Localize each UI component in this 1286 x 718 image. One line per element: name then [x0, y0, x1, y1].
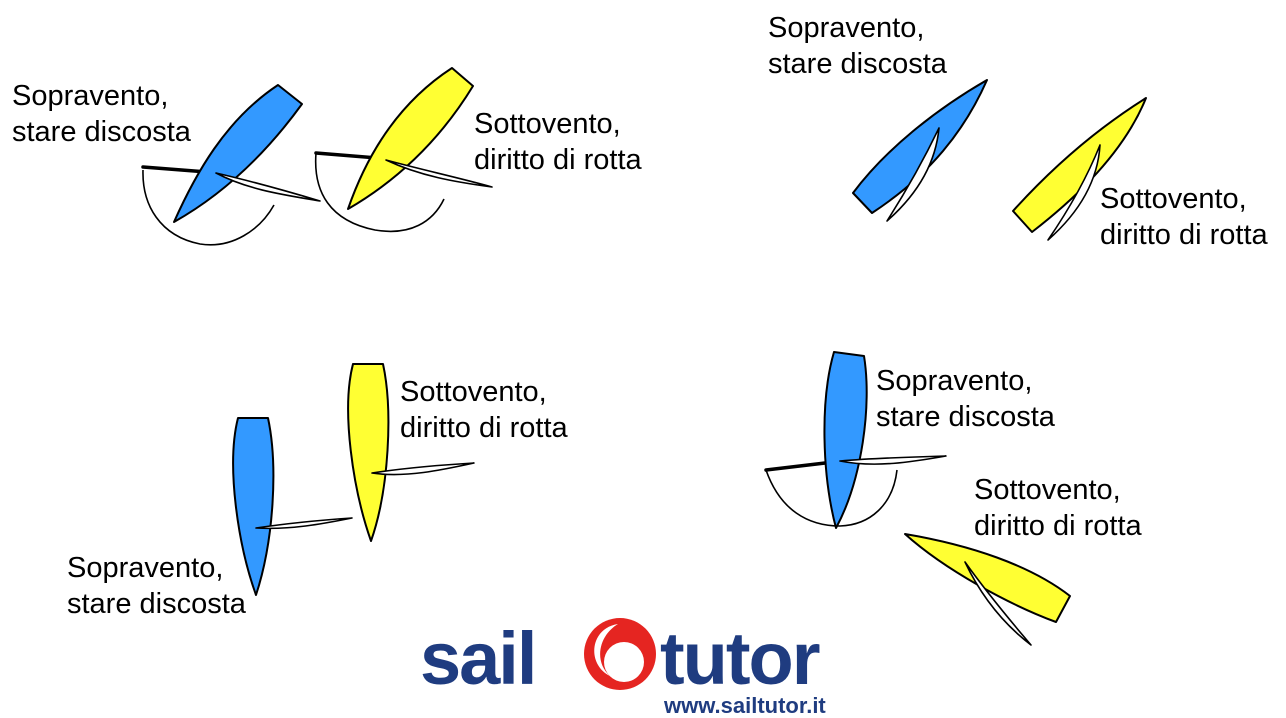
yellow-boat-sail [1047, 144, 1101, 241]
blue-boat-sail [886, 127, 940, 222]
yellow-boat-hull [1012, 97, 1147, 233]
blue-boat-hull [232, 417, 275, 596]
logo-text-left: sail [420, 617, 535, 700]
leeward-label: Sottovento, diritto di rotta [400, 376, 568, 444]
blue-boat-sail [839, 455, 947, 465]
windward-label: Sopravento, stare discosta [67, 552, 246, 620]
logo-text-right: tutor [660, 617, 820, 700]
leeward-label: Sottovento, diritto di rotta [1100, 183, 1268, 251]
boom-swing-arc [765, 469, 898, 527]
scene-bottom-right [764, 351, 1071, 646]
blue-boat-hull [173, 84, 303, 223]
windward-label: Sopravento, stare discosta [876, 365, 1055, 433]
logo-swirl-icon [584, 618, 656, 690]
scene-bottom-left [232, 363, 475, 596]
boom-swing-arc [142, 169, 275, 246]
logo-url: www.sailtutor.it [664, 693, 826, 718]
yellow-boat-sail [385, 159, 493, 188]
scene-top-left [141, 67, 493, 246]
sailtutor-logo: sail tutor [420, 617, 822, 700]
yellow-boat-hull [904, 533, 1071, 623]
leeward-label: Sottovento, diritto di rotta [974, 474, 1142, 542]
scene-top-right [852, 79, 1147, 241]
yellow-boat-sail [964, 561, 1032, 646]
yellow-boat-hull [347, 67, 474, 210]
yellow-boat-hull [347, 363, 390, 542]
yellow-boat-sail [371, 462, 475, 476]
leeward-label: Sottovento, diritto di rotta [474, 108, 642, 176]
windward-label: Sopravento, stare discosta [12, 80, 191, 148]
blue-boat-sail [255, 517, 353, 530]
boom-swing-arc [314, 152, 445, 233]
windward-label: Sopravento, stare discosta [768, 12, 947, 80]
blue-boat-hull [823, 351, 868, 529]
blue-boat-hull [852, 79, 988, 214]
blue-boat-sail [215, 172, 321, 202]
